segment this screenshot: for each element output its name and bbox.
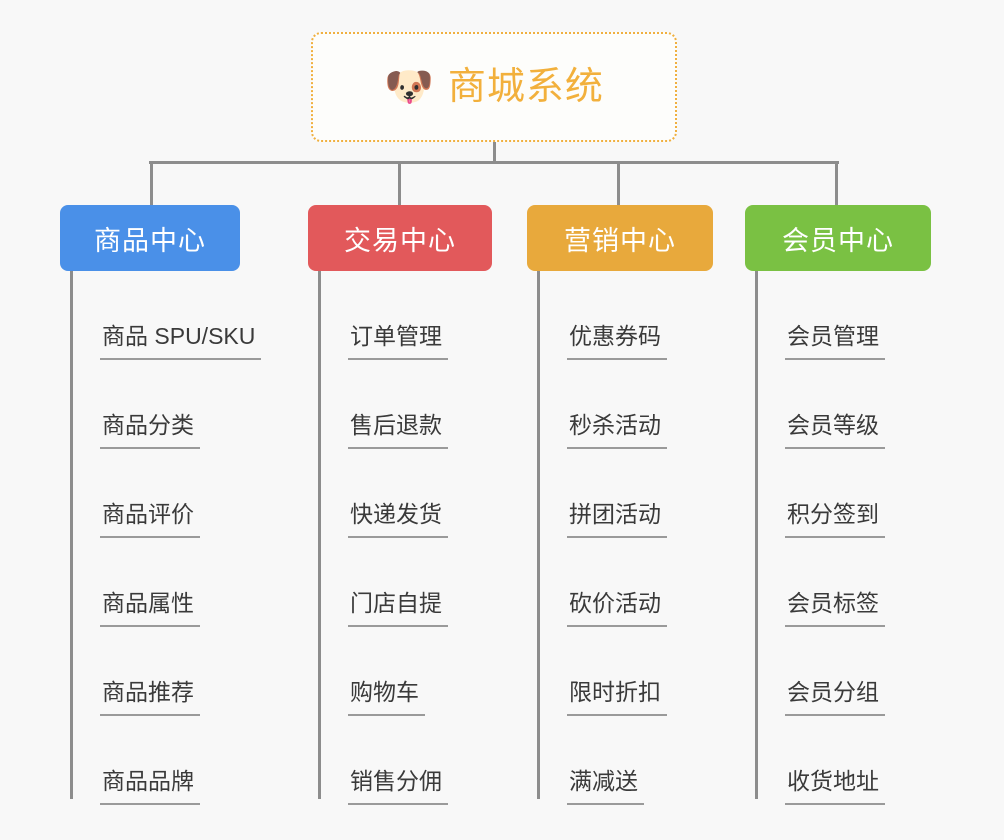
leaf-list-member-center: 会员管理会员等级积分签到会员标签会员分组收货地址 [745,271,931,805]
trunk-line-member-center [755,271,758,799]
leaf-list-marketing-center: 优惠券码秒杀活动拼团活动砍价活动限时折扣满减送 [527,271,713,805]
column-trade-center: 交易中心订单管理售后退款快递发货门店自提购物车销售分佣 [308,205,492,805]
leaf-item[interactable]: 会员标签 [745,538,931,627]
leaf-label: 砍价活动 [567,590,667,627]
leaf-label: 快递发货 [348,501,448,538]
leaf-item[interactable]: 销售分佣 [308,716,492,805]
dog-face-icon: 🐶 [384,64,434,110]
column-member-center: 会员中心会员管理会员等级积分签到会员标签会员分组收货地址 [745,205,931,805]
leaf-item[interactable]: 订单管理 [308,271,492,360]
leaf-list-product-center: 商品 SPU/SKU 商品分类商品评价商品属性商品推荐商品品牌 [60,271,262,805]
leaf-list-trade-center: 订单管理售后退款快递发货门店自提购物车销售分佣 [308,271,492,805]
leaf-label: 会员管理 [785,323,885,360]
trunk-line-marketing-center [537,271,540,799]
leaf-item[interactable]: 拼团活动 [527,449,713,538]
leaf-item[interactable]: 商品分类 [60,360,240,449]
leaf-label: 售后退款 [348,412,448,449]
leaf-item[interactable]: 商品 SPU/SKU [60,271,262,360]
column-marketing-center: 营销中心优惠券码秒杀活动拼团活动砍价活动限时折扣满减送 [527,205,713,805]
root-title: 商城系统 [447,66,604,108]
category-label: 交易中心 [344,225,456,256]
leaf-item[interactable]: 快递发货 [308,449,492,538]
leaf-label: 销售分佣 [348,768,448,805]
leaf-label: 秒杀活动 [567,412,667,449]
column-product-center: 商品中心商品 SPU/SKU 商品分类商品评价商品属性商品推荐商品品牌 [60,205,262,805]
leaf-item[interactable]: 商品属性 [60,538,240,627]
trunk-line-trade-center [318,271,321,799]
category-label: 商品中心 [94,225,206,256]
category-header-trade-center[interactable]: 交易中心 [308,205,492,271]
leaf-item[interactable]: 会员分组 [745,627,931,716]
leaf-item[interactable]: 优惠券码 [527,271,713,360]
leaf-label: 限时折扣 [567,679,667,716]
leaf-item[interactable]: 商品品牌 [60,716,240,805]
category-header-marketing-center[interactable]: 营销中心 [527,205,713,271]
leaf-label: 优惠券码 [567,323,667,360]
leaf-label: 购物车 [348,679,425,716]
leaf-item[interactable]: 会员管理 [745,271,931,360]
leaf-label: 满减送 [567,768,644,805]
connector-drop-trade-center [398,161,401,205]
leaf-label: 商品分类 [100,412,200,449]
leaf-label: 会员标签 [785,590,885,627]
leaf-item[interactable]: 门店自提 [308,538,492,627]
leaf-item[interactable]: 会员等级 [745,360,931,449]
leaf-label: 商品评价 [100,501,200,538]
leaf-label: 会员等级 [785,412,885,449]
leaf-label: 门店自提 [348,590,448,627]
category-label: 营销中心 [564,225,676,256]
leaf-label: 商品品牌 [100,768,200,805]
connector-drop-member-center [835,161,838,205]
leaf-item[interactable]: 限时折扣 [527,627,713,716]
leaf-label: 商品属性 [100,590,200,627]
leaf-item[interactable]: 商品推荐 [60,627,240,716]
leaf-item[interactable]: 收货地址 [745,716,931,805]
leaf-item[interactable]: 购物车 [308,627,492,716]
connector-drop-marketing-center [617,161,620,205]
leaf-label: 订单管理 [348,323,448,360]
category-header-member-center[interactable]: 会员中心 [745,205,931,271]
leaf-label: 积分签到 [785,501,885,538]
category-header-product-center[interactable]: 商品中心 [60,205,240,271]
leaf-item[interactable]: 积分签到 [745,449,931,538]
connector-horizontal-bus [149,161,839,164]
leaf-item[interactable]: 砍价活动 [527,538,713,627]
root-node[interactable]: 🐶 商城系统 [311,32,677,142]
leaf-item[interactable]: 售后退款 [308,360,492,449]
connector-root-stem [493,142,496,164]
category-label: 会员中心 [782,225,894,256]
leaf-item[interactable]: 满减送 [527,716,713,805]
leaf-label: 商品 SPU/SKU [100,323,262,360]
leaf-label: 商品推荐 [100,679,200,716]
connector-drop-product-center [150,161,153,205]
trunk-line-product-center [70,271,73,799]
leaf-item[interactable]: 秒杀活动 [527,360,713,449]
leaf-item[interactable]: 商品评价 [60,449,240,538]
leaf-label: 会员分组 [785,679,885,716]
leaf-label: 收货地址 [785,768,885,805]
leaf-label: 拼团活动 [567,501,667,538]
